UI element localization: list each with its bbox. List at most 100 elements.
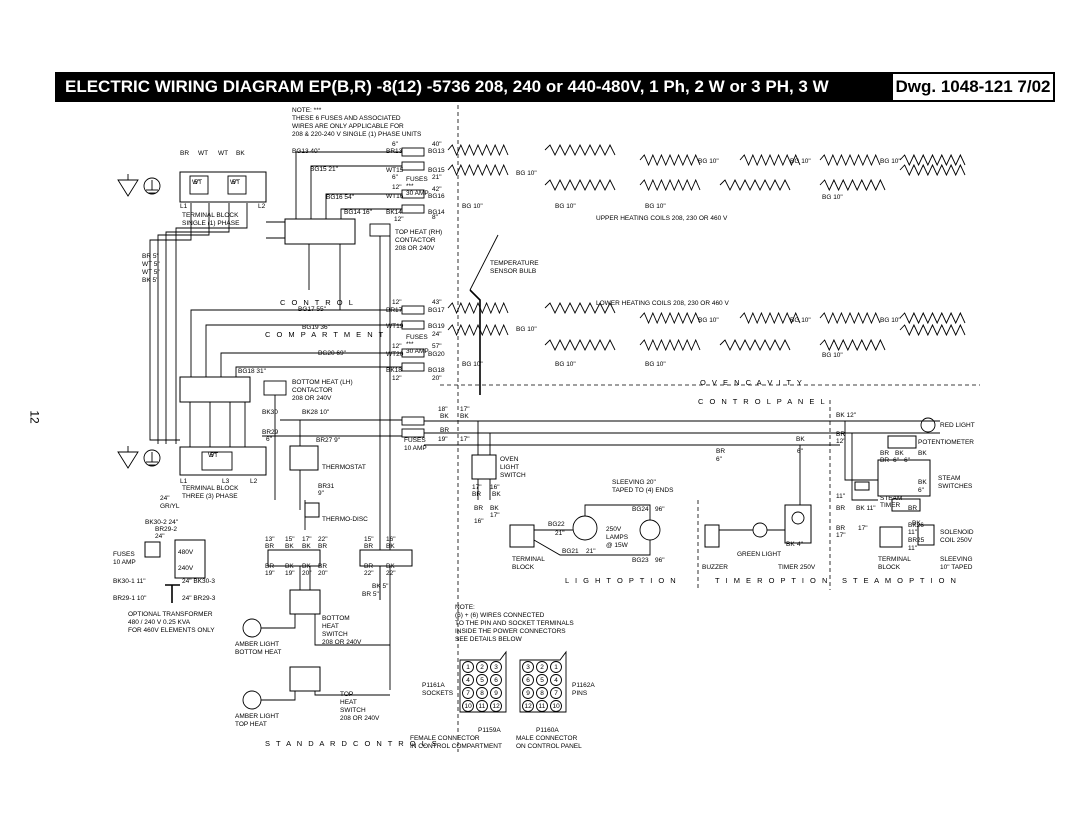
upper-right-wire-label: BG14	[428, 209, 445, 216]
light-wire-label: 21"	[555, 530, 565, 537]
female-connector-pin-number: 5	[480, 677, 484, 684]
coil-bg-label: BG 10"	[555, 361, 576, 368]
bottom-switch-label: BOTTOM	[322, 615, 350, 622]
steam-wire-label: BK26	[908, 522, 924, 529]
thermostat-wire-label: BR31	[318, 483, 335, 490]
connector-left-wire-label: 15"	[285, 536, 295, 543]
connector-left-wire-label: BR	[318, 563, 327, 570]
upper-wire-label: BG14 16"	[344, 0, 373, 2]
male-connector-pin	[536, 674, 548, 686]
bottom-contactor-label: BOTTOM HEAT (LH)	[292, 379, 353, 386]
green-light-icon	[752, 522, 768, 538]
timer-label: TIMER 250V	[778, 564, 816, 571]
upper-right-wire-label: 6"	[392, 174, 399, 181]
lower-coil	[899, 311, 966, 325]
female-connector-pin	[476, 674, 488, 686]
terminal-inner-label: 5"	[232, 179, 239, 186]
lamps-label: 250V	[606, 526, 622, 533]
connector-note: TO THE PIN AND SOCKET TERMINALS	[455, 620, 574, 627]
amber-light-bottom-icon	[242, 618, 262, 638]
lower-right-wire-label: 12"	[392, 299, 402, 306]
connector-left-wire-label: BR	[318, 543, 327, 550]
lower-wire-label: BG20 69"	[318, 350, 347, 357]
fuse-junction-label: BR	[440, 427, 449, 434]
lower-coil	[447, 323, 509, 337]
lower-coil	[447, 301, 509, 315]
upper-coil	[544, 178, 616, 192]
steam-mini-block	[854, 481, 870, 491]
upper-coil	[899, 153, 966, 167]
terminal-top-label: BR	[180, 150, 189, 157]
light-wire-label: BG21	[562, 548, 579, 555]
coil-bg-label: BG 10"	[698, 317, 719, 324]
terminal-bottom-label: L2	[258, 203, 266, 210]
steam-sleeving-label: SLEEVING	[940, 556, 973, 563]
female-connector-pin-number: 12	[493, 703, 501, 710]
upper-coil	[447, 143, 509, 157]
heating-coils	[447, 143, 966, 352]
bottom-switch-label: HEAT	[322, 623, 339, 630]
lower-coil	[544, 301, 616, 315]
upper-coil	[639, 153, 701, 167]
upper-right-wire-label: 6"	[392, 141, 399, 148]
light-wire-label: 96"	[655, 557, 665, 564]
male-connector-label: PINS	[572, 690, 588, 697]
male-connector-pin	[536, 687, 548, 699]
control-panel-label: C O N T R O L P A N E L	[698, 397, 827, 406]
connector-note: NOTE:	[455, 604, 475, 611]
connector-left-wire-label: BK	[285, 563, 294, 570]
male-connector-pin	[536, 661, 548, 673]
bottom-contactor-label: CONTACTOR	[292, 387, 333, 394]
terminal3-caption: THREE (3) PHASE	[182, 493, 238, 500]
male-connector-pin	[550, 687, 562, 699]
oven-light-wire-label: BK	[492, 491, 501, 498]
steam-wire-label: 17"	[836, 532, 846, 539]
male-connector-pin-number: 12	[525, 703, 533, 710]
upper-right-wire-label: WT15	[386, 167, 404, 174]
oven-cavity-label: O V E N C A V I T Y	[700, 378, 804, 387]
bottom-heat-switch	[289, 589, 321, 615]
terminal3-bottom-label: L3	[222, 478, 230, 485]
control-fuses-label: 10 AMP	[404, 445, 427, 452]
terminal-caption: SINGLE (1) PHASE	[182, 220, 240, 227]
male-connector-pin	[550, 700, 562, 712]
lower-right-wire-label: WT20	[386, 351, 404, 358]
lower-right-wire-label: BG17	[428, 307, 445, 314]
supply-wires	[149, 151, 402, 690]
upper-wire-label: BG16 54"	[326, 0, 355, 2]
connector-right-wire-label: BR	[364, 563, 373, 570]
male-connector-caption: MALE CONNECTOR	[516, 735, 578, 742]
lower-coil	[819, 338, 886, 352]
female-connector-pin-number: 7	[466, 690, 470, 697]
male-connector-pin-number: 10	[553, 703, 561, 710]
steam-timer-label: TIMER	[880, 502, 901, 509]
buzzer	[704, 524, 720, 548]
connector-right-wire-label: BK 5"	[372, 583, 389, 590]
lower-right-wire-label: BG18	[428, 367, 445, 374]
upper-wire-label: BG13 40"	[292, 0, 321, 2]
lower-right-wire-label: 24"	[432, 331, 442, 338]
timer-wire-label: 6"	[716, 456, 723, 463]
oven-light-wire-label: BK	[490, 505, 499, 512]
fuses-top-label: FUSES	[406, 176, 428, 183]
female-connector-pin	[490, 700, 502, 712]
connector-right-wire-label: 22"	[364, 570, 374, 577]
upper-coil	[819, 178, 886, 192]
upper-right-wire-label: 8"	[432, 214, 439, 221]
top-contactor-label: CONTACTOR	[395, 237, 436, 244]
connector-right-wire-label: BR	[364, 543, 373, 550]
terminal-block-single-phase	[179, 171, 267, 203]
title-bar: ELECTRIC WIRING DIAGRAM EP(B,R) -8(12) -…	[55, 72, 1055, 102]
upper-right-wire-label: 40"	[432, 141, 442, 148]
female-connector-label: SOCKETS	[422, 690, 454, 697]
fuse-junction-label: 19"	[438, 436, 448, 443]
fuse-junction-label: BK	[440, 413, 449, 420]
amber-top-label: AMBER LIGHT	[235, 713, 279, 720]
red-light-label: RED LIGHT	[940, 422, 975, 429]
supply-wire-label: BK 5"	[142, 277, 159, 284]
connector-block-right	[359, 549, 413, 567]
male-connector-detail	[519, 650, 567, 713]
transformer-wire-label: BK30-2 24"	[145, 519, 179, 526]
top-heat-switch	[289, 666, 321, 692]
thermostat	[289, 445, 319, 471]
